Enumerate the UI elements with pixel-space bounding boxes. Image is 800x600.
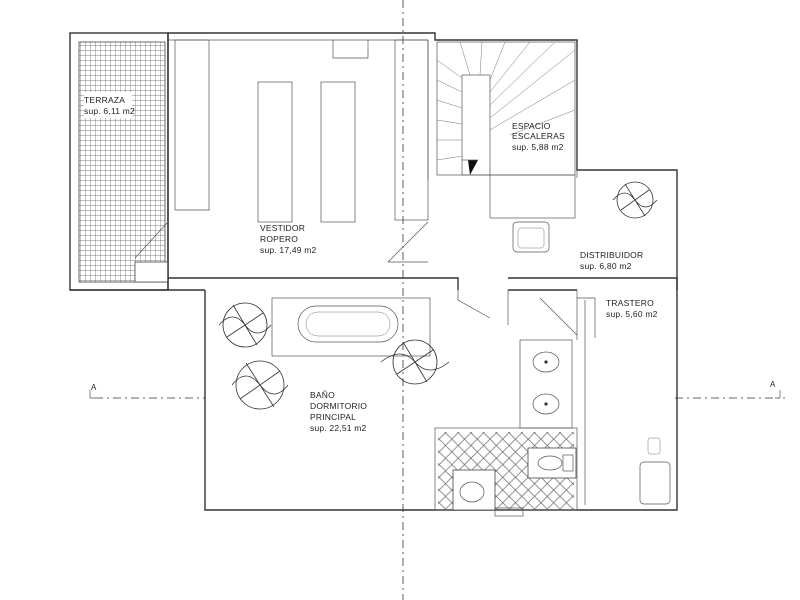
- desk-chair: [512, 170, 578, 253]
- bano-area: sup. 22,51 m2: [310, 423, 367, 433]
- plant-decorations: [218, 181, 658, 410]
- vestidor-name-line1: VESTIDOR: [260, 223, 305, 233]
- escaleras-area: sup. 5,88 m2: [512, 142, 564, 152]
- storage-fixtures: [584, 300, 671, 505]
- section-marks: A A: [89, 380, 781, 399]
- tiled-shower-area: [434, 427, 578, 517]
- axis-lines: [95, 0, 785, 600]
- escaleras-name-line1: ESPACIO: [512, 121, 551, 131]
- terrace-area: [69, 32, 169, 291]
- trastero-name: TRASTERO: [606, 298, 654, 308]
- section-mark-right: A: [770, 380, 776, 389]
- vestidor-name-line2: ROPERO: [260, 234, 298, 244]
- trastero-area: sup. 5,60 m2: [606, 309, 658, 319]
- bano-name-line1: BAÑO: [310, 390, 335, 400]
- terraza-name: TERRAZA: [84, 95, 125, 105]
- staircase: [436, 41, 576, 219]
- bano-name-line3: PRINCIPAL: [310, 412, 356, 422]
- section-mark-left: A: [91, 383, 97, 392]
- distribuidor-name: DISTRIBUIDOR: [580, 250, 643, 260]
- vestidor-area: sup. 17,49 m2: [260, 245, 317, 255]
- bano-name-line2: DORMITORIO: [310, 401, 367, 411]
- terraza-area: sup. 6,11 m2: [84, 106, 135, 116]
- distribuidor-area: sup. 6,80 m2: [580, 261, 632, 271]
- escaleras-name-line2: ESCALERAS: [512, 131, 565, 141]
- room-labels: TERRAZA sup. 6,11 m2 VESTIDOR ROPERO sup…: [84, 95, 658, 433]
- wardrobe-fittings: [134, 39, 429, 263]
